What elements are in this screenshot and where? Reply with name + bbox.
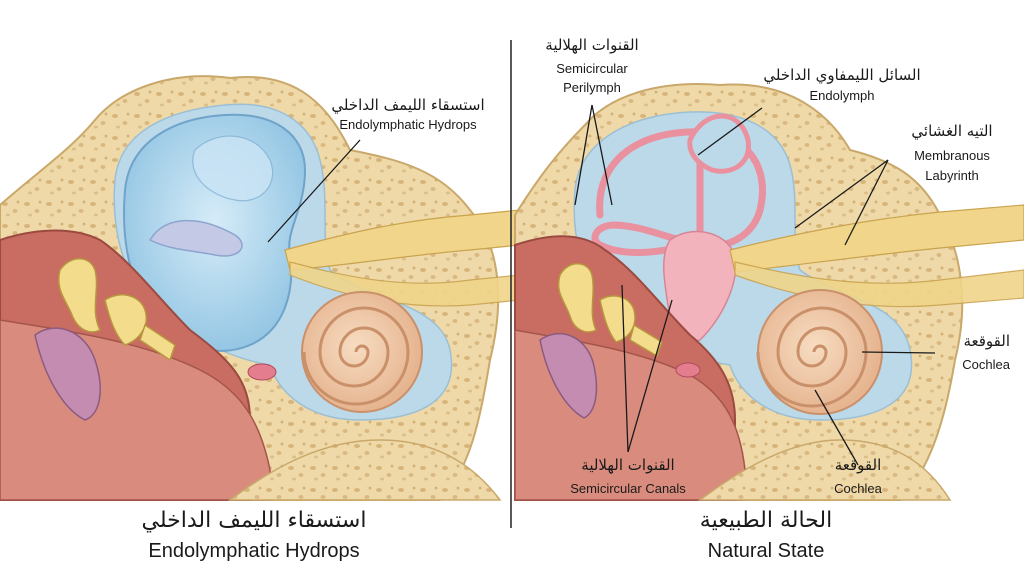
semicircular-perilymph-label-en1: Semicircular — [556, 61, 628, 76]
right-leaders — [574, 104, 936, 466]
right-eardrum — [539, 332, 598, 419]
hydrops-leader — [267, 139, 361, 243]
right-caption-en: Natural State — [708, 540, 825, 562]
right-caption-ar: الحالة الطبيعية — [700, 508, 832, 533]
left-lower-bone — [227, 439, 502, 501]
membranous-label-en1: Membranous — [914, 148, 990, 163]
left-vestibulocochlear-nerve — [284, 209, 521, 307]
cochlea-bottom-label-ar: القوقعة — [835, 456, 882, 474]
right-endolymph-loop — [687, 113, 751, 174]
cochlea-side-label-en: Cochlea — [962, 357, 1010, 372]
cochlea-bottom-label-en: Cochlea — [834, 481, 882, 496]
hydrops-label-en: Endolymphatic Hydrops — [339, 117, 477, 132]
semicircular-canals-label-en: Semicircular Canals — [570, 481, 686, 496]
membranous-label-en2: Labyrinth — [925, 168, 978, 183]
left-caption-ar: استسقاء الليمف الداخلي — [142, 508, 367, 533]
left-panel — [0, 75, 521, 501]
semicircular-perilymph-label-ar: القنوات الهلالية — [545, 36, 638, 54]
right-lower-bone — [697, 439, 952, 501]
membranous-label-ar: التيه الغشائي — [911, 122, 992, 141]
left-caption-en: Endolymphatic Hydrops — [148, 540, 359, 562]
left-ossicles — [58, 258, 176, 362]
right-oval-window — [675, 362, 701, 378]
cochlea-side-label-ar: القوقعة — [963, 332, 1010, 350]
semicircular-perilymph-label-en2: Perilymph — [563, 80, 621, 95]
endolymph-label-en: Endolymph — [809, 88, 874, 103]
right-cochlea — [756, 289, 883, 415]
right-endolymph-core — [662, 230, 737, 342]
left-oval-window — [247, 363, 277, 381]
right-ossicles — [557, 263, 663, 358]
left-hydrops-inner-loop — [148, 219, 243, 257]
right-panel — [514, 83, 1024, 501]
left-hydrops-upper-lobe — [192, 135, 274, 202]
semicircular-canals-label-ar: القنوات الهلالية — [581, 456, 674, 474]
hydrops-label-ar: استسقاء الليمف الداخلي — [331, 96, 484, 115]
endolymph-label-ar: السائل الليمفاوي الداخلي — [763, 66, 920, 85]
left-cochlea — [301, 291, 423, 413]
left-eardrum — [34, 327, 101, 421]
